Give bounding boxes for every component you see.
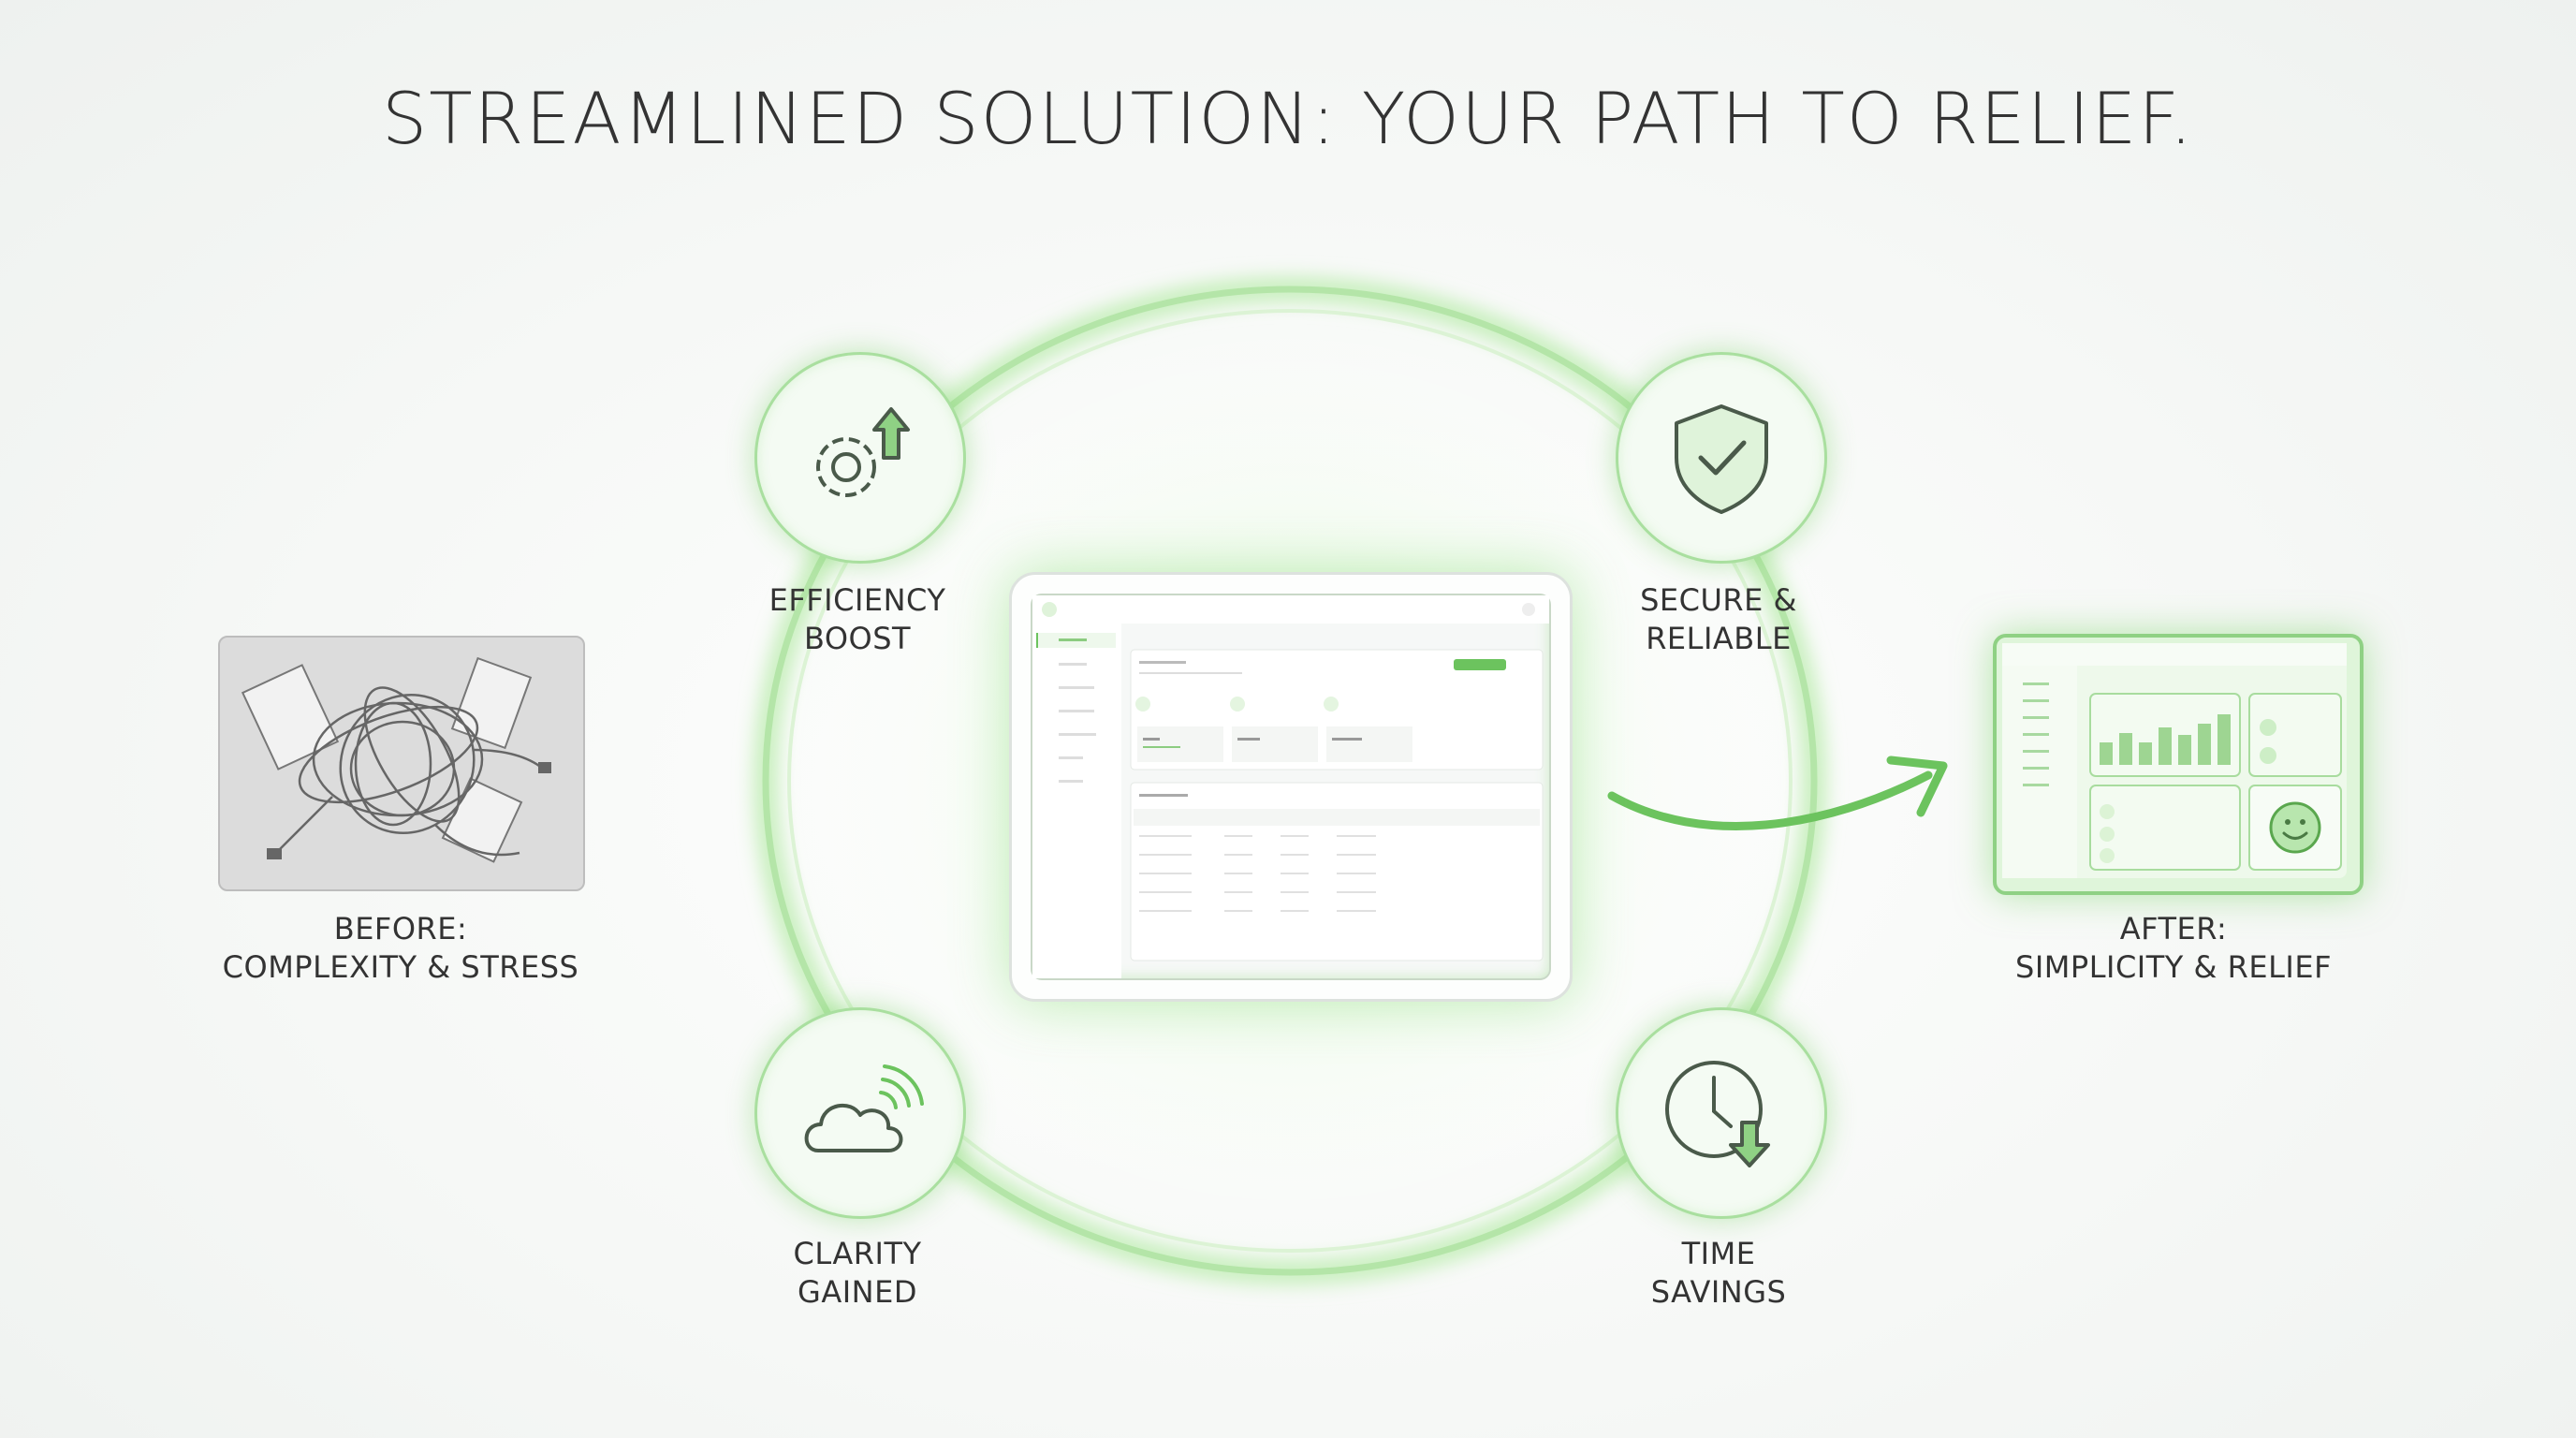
center-tablet-dashboard — [1009, 572, 1573, 1002]
time-savings-label: TIME SAVINGS — [1485, 1235, 1953, 1312]
arrow-head — [1886, 756, 1948, 817]
after-label-line1: AFTER: — [2119, 911, 2228, 946]
efficiency-label-line2: BOOST — [803, 621, 912, 656]
after-label-line2: SIMPLICITY & RELIEF — [2015, 949, 2332, 985]
after-label: AFTER: SIMPLICITY & RELIEF — [1939, 910, 2408, 987]
secure-label-line2: RELIABLE — [1646, 621, 1792, 656]
efficiency-label-line1: EFFICIENCY — [768, 582, 946, 618]
dashboard-mockup — [1032, 595, 1549, 978]
time-label-line2: SAVINGS — [1650, 1274, 1787, 1310]
cloud-signal-icon — [804, 1064, 924, 1152]
ring-inner — [787, 309, 1793, 1253]
time-savings-badge — [1616, 1007, 1827, 1219]
ring — [762, 286, 1818, 1276]
gear-arrow-up-icon — [816, 407, 910, 497]
happy-dashboard-icon — [2002, 643, 2347, 878]
before-label-line1: BEFORE: — [333, 911, 468, 946]
arrow-to-after — [1607, 770, 1933, 830]
efficiency-boost-label: EFFICIENCY BOOST — [623, 581, 1091, 658]
before-image — [218, 636, 585, 891]
after-dashboard-image — [1993, 634, 2364, 895]
clarity-label-line2: GAINED — [798, 1274, 917, 1310]
secure-reliable-label: SECURE & RELIABLE — [1485, 581, 1953, 658]
tablet-screen — [1031, 594, 1551, 980]
before-label: BEFORE: COMPLEXITY & STRESS — [167, 910, 635, 987]
before-label-line2: COMPLEXITY & STRESS — [222, 949, 579, 985]
page-title: STREAMLINED SOLUTION: YOUR PATH TO RELIE… — [381, 77, 2195, 160]
clock-download-icon — [1665, 1061, 1770, 1167]
secure-reliable-badge — [1616, 352, 1827, 564]
efficiency-boost-badge — [754, 352, 966, 564]
clarity-label-line1: CLARITY — [793, 1236, 922, 1271]
secure-label-line1: SECURE & — [1640, 582, 1797, 618]
clarity-gained-badge — [754, 1007, 966, 1219]
shield-check-icon — [1675, 404, 1768, 514]
tangled-cables-icon — [241, 656, 551, 863]
time-label-line1: TIME — [1681, 1236, 1756, 1271]
clarity-gained-label: CLARITY GAINED — [623, 1235, 1091, 1312]
